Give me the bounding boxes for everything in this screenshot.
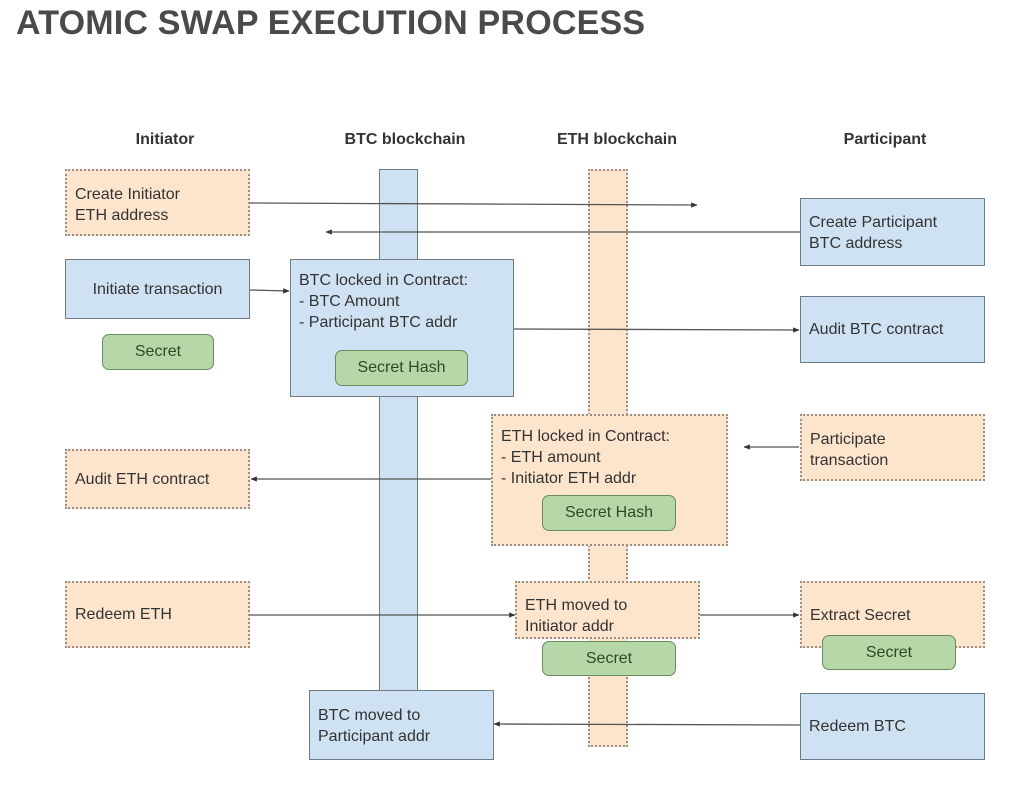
audit-eth-contract-label: Audit ETH contract (75, 470, 210, 488)
participate-transaction-box: Participate transaction (800, 414, 985, 481)
secret-pill-extract: Secret (822, 635, 956, 670)
btc-moved-participant-box: BTC moved to Participant addr (309, 690, 494, 760)
redeem-btc-box: Redeem BTC (800, 693, 985, 760)
initiate-transaction-box: Initiate transaction (65, 259, 250, 319)
btc-locked-contract-label: BTC locked in Contract: - BTC Amount - P… (299, 272, 468, 331)
lane-header-btc-blockchain: BTC blockchain (344, 131, 466, 148)
btc-blockchain-bar (379, 169, 418, 753)
btc-moved-participant-label: BTC moved to Participant addr (318, 707, 431, 745)
secret-hash-pill-eth: Secret Hash (542, 495, 676, 531)
redeem-btc-label: Redeem BTC (809, 718, 906, 735)
arrow-initiate-transaction (249, 288, 290, 294)
create-participant-btc-address-label: Create Participant BTC address (809, 214, 938, 252)
eth-locked-contract-label: ETH locked in Contract: - ETH amount - I… (501, 428, 670, 487)
audit-btc-contract-box: Audit BTC contract (800, 296, 985, 363)
create-initiator-eth-address-label: Create Initiator ETH address (75, 186, 180, 224)
initiate-transaction-label: Initiate transaction (92, 280, 223, 298)
arrow-redeem-btc (493, 721, 801, 727)
lane-header-participant: Participant (843, 131, 927, 148)
arrow-audit-btc-contract (513, 327, 800, 333)
secret-hash-pill-btc: Secret Hash (335, 350, 468, 386)
redeem-eth-label: Redeem ETH (75, 606, 172, 623)
eth-moved-initiator-box: ETH moved to Initiator addr (515, 581, 700, 639)
arrow-initiator-eth-address (249, 202, 698, 208)
audit-btc-contract-label: Audit BTC contract (809, 321, 944, 338)
participate-transaction-label: Participate transaction (810, 431, 889, 469)
page-title: ATOMIC SWAP EXECUTION PROCESS (16, 4, 646, 42)
secret-pill-eth-moved: Secret (542, 641, 676, 676)
lane-header-eth-blockchain: ETH blockchain (556, 131, 678, 148)
create-initiator-eth-address-box: Create Initiator ETH address (65, 169, 250, 236)
create-participant-btc-address-box: Create Participant BTC address (800, 198, 985, 266)
secret-pill-initiator: Secret (102, 334, 214, 370)
lane-header-initiator: Initiator (135, 131, 195, 148)
audit-eth-contract-box: Audit ETH contract (65, 449, 250, 509)
eth-moved-initiator-label: ETH moved to Initiator addr (525, 597, 628, 635)
redeem-eth-box: Redeem ETH (65, 581, 250, 648)
extract-secret-label: Extract Secret (810, 607, 911, 624)
